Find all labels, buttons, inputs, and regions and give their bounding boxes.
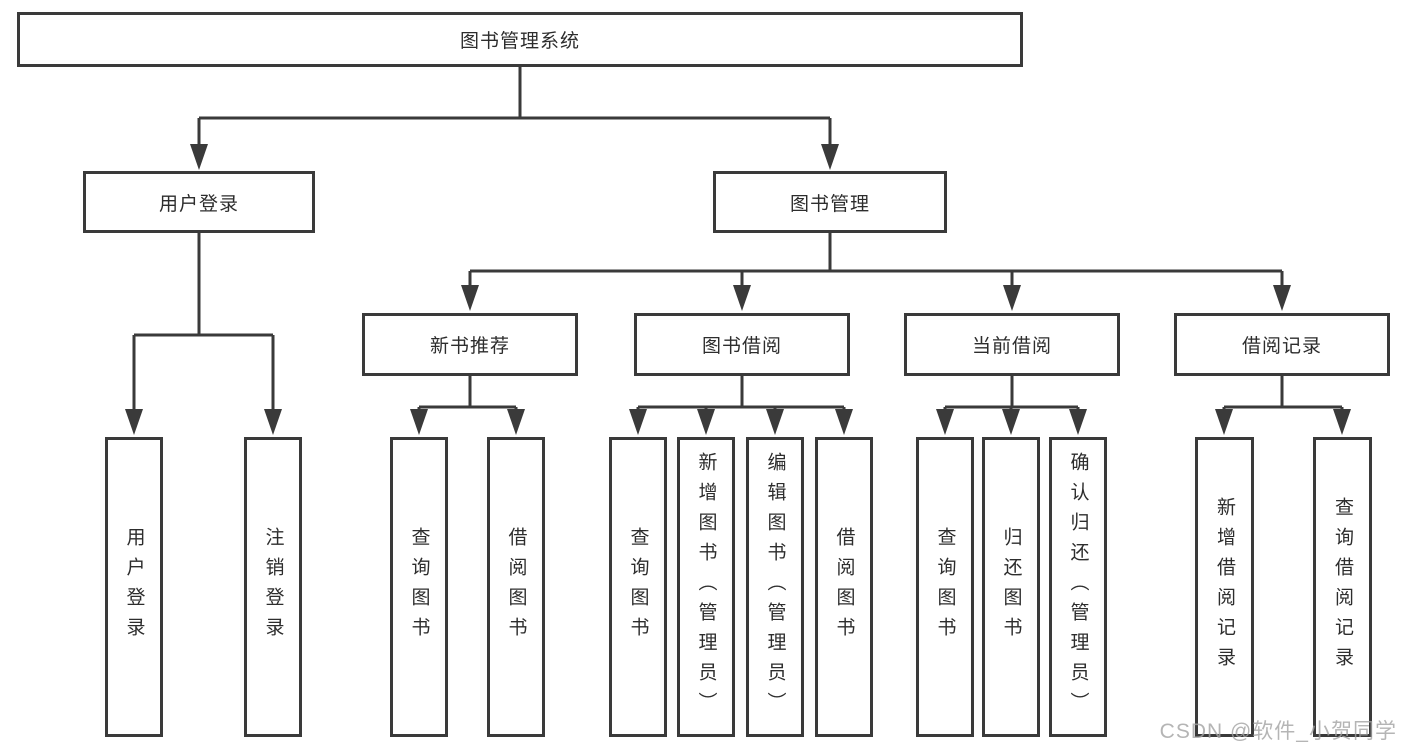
leaf-user-login: 用户登录 <box>105 437 163 737</box>
arrowhead <box>766 409 784 435</box>
leaf-confirm-return-admin: 确认归还（管理员） <box>1049 437 1107 737</box>
node-label: 查询借阅记录 <box>1332 497 1353 677</box>
connector-book-borrow-group <box>636 376 846 412</box>
arrowhead <box>1069 409 1087 435</box>
arrowheads-new-book-group <box>410 409 525 435</box>
node-label: 借阅记录 <box>1241 336 1322 357</box>
node-borrow-records: 借阅记录 <box>1174 313 1390 376</box>
arrowhead <box>190 144 208 170</box>
leaf-logout: 注销登录 <box>244 437 302 737</box>
node-label: 图书管理 <box>789 193 870 215</box>
arrowhead <box>507 409 525 435</box>
node-label: 借阅图书 <box>833 527 855 647</box>
arrowhead <box>1273 285 1291 311</box>
arrowheads-level2 <box>190 144 839 170</box>
node-label: 用户登录 <box>123 527 145 647</box>
arrowhead <box>629 409 647 435</box>
arrowhead <box>835 409 853 435</box>
node-book-management: 图书管理 <box>713 171 947 233</box>
node-label: 图书借阅 <box>701 336 782 357</box>
connector-root-to-level2 <box>197 67 832 146</box>
node-label: 查询图书 <box>934 527 956 647</box>
connector-borrow-records-group <box>1222 376 1344 412</box>
node-label: 图书管理系统 <box>459 31 580 52</box>
arrowhead <box>821 144 839 170</box>
node-current-borrow: 当前借阅 <box>904 313 1120 376</box>
leaf-add-borrow-record: 新增借阅记录 <box>1195 437 1254 737</box>
node-library-management-system: 图书管理系统 <box>17 12 1023 67</box>
node-label: 借阅图书 <box>505 527 527 647</box>
node-label: 编辑图书（管理员） <box>764 452 786 722</box>
leaf-edit-book-admin: 编辑图书（管理员） <box>746 437 804 737</box>
arrowheads-book-management-group <box>461 285 1291 311</box>
leaf-borrow-books: 借阅图书 <box>815 437 873 737</box>
arrowheads-borrow-records-group <box>1215 409 1351 435</box>
connector-current-borrow-group <box>943 376 1080 412</box>
node-user-login: 用户登录 <box>83 171 315 233</box>
leaf-query-borrow-record: 查询借阅记录 <box>1313 437 1372 737</box>
arrowhead <box>1002 409 1020 435</box>
leaf-borrow-books-recommend: 借阅图书 <box>487 437 545 737</box>
node-label: 确认归还（管理员） <box>1067 452 1089 722</box>
node-label: 当前借阅 <box>971 336 1052 357</box>
leaf-query-books-current: 查询图书 <box>916 437 974 737</box>
node-label: 用户登录 <box>158 193 239 215</box>
arrowheads-user-login-group <box>125 409 282 435</box>
node-new-book-recommend: 新书推荐 <box>362 313 578 376</box>
leaf-query-books-borrow: 查询图书 <box>609 437 667 737</box>
node-label: 归还图书 <box>1000 527 1022 647</box>
node-label: 新书推荐 <box>429 336 510 357</box>
arrowhead <box>264 409 282 435</box>
node-label: 查询图书 <box>627 527 649 647</box>
arrowhead <box>461 285 479 311</box>
arrowhead <box>410 409 428 435</box>
node-label: 注销登录 <box>262 527 284 647</box>
arrowhead <box>733 285 751 311</box>
leaf-return-books: 归还图书 <box>982 437 1040 737</box>
arrowheads-book-borrow-group <box>629 409 853 435</box>
arrowhead <box>1333 409 1351 435</box>
node-label: 新增借阅记录 <box>1214 497 1235 677</box>
node-label: 查询图书 <box>408 527 430 647</box>
arrowhead <box>1215 409 1233 435</box>
arrowhead <box>697 409 715 435</box>
connector-user-login-group <box>132 233 275 412</box>
arrowhead <box>1003 285 1021 311</box>
csdn-watermark: CSDN @软件_小贺同学 <box>1159 720 1397 743</box>
arrowhead <box>936 409 954 435</box>
node-book-borrow: 图书借阅 <box>634 313 850 376</box>
connector-new-book-group <box>417 376 518 412</box>
node-label: 新增图书（管理员） <box>695 452 717 722</box>
connector-book-management-group <box>468 233 1284 288</box>
leaf-query-books-recommend: 查询图书 <box>390 437 448 737</box>
arrowheads-current-borrow-group <box>936 409 1087 435</box>
arrowhead <box>125 409 143 435</box>
leaf-add-book-admin: 新增图书（管理员） <box>677 437 735 737</box>
